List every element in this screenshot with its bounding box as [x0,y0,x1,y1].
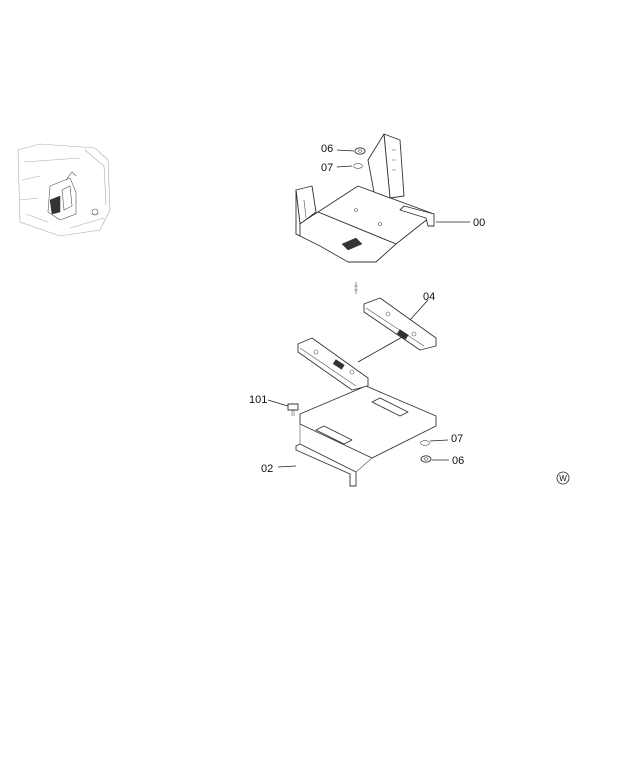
callout-00: 00 [473,217,485,229]
callout-07-bottom: 07 [451,433,463,445]
leader-lines [267,149,470,468]
callout-04: 04 [423,291,435,303]
base-plate-part-02 [295,385,437,487]
seat-stand-part-00 [295,133,435,263]
w-mark-letter: W [559,474,567,483]
callout-06-top: 06 [321,143,333,155]
callout-06-bottom: 06 [452,455,464,467]
locator-thumbnail [17,143,111,237]
slide-rail-part-04 [297,282,437,391]
nut-06-top [354,147,366,155]
callout-07-top: 07 [321,162,333,174]
callout-02: 02 [261,463,273,475]
washer-07-top [353,163,363,169]
washer-07-bottom [420,440,430,446]
callout-101: 101 [249,394,267,406]
nut-06-bottom [420,455,432,463]
bolt-101 [287,403,299,416]
circled-w-mark: W [556,471,570,485]
